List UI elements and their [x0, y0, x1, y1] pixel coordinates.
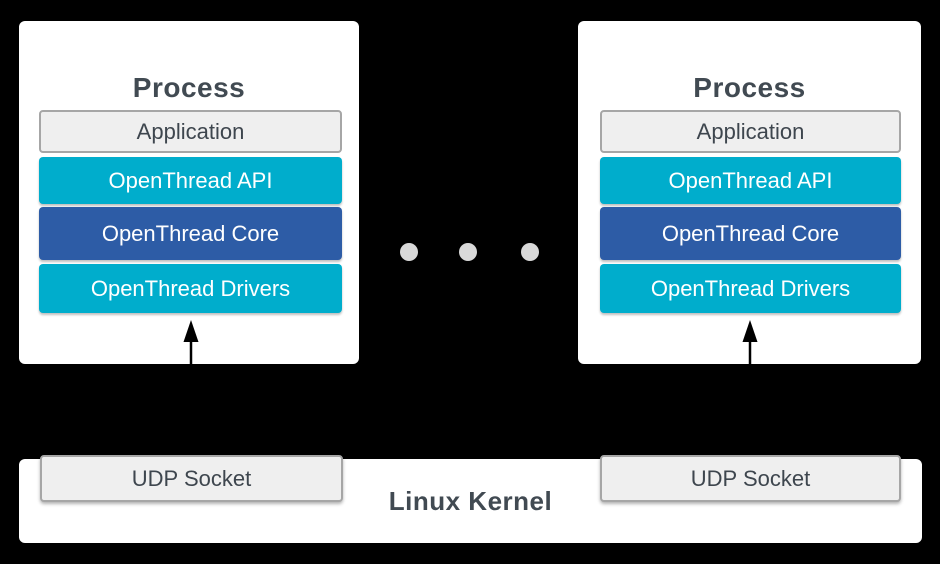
- openthread-core-layer: OpenThread Core: [600, 207, 901, 260]
- ellipsis-dot-icon: [400, 243, 418, 261]
- linux-kernel-label: Linux Kernel: [388, 486, 553, 516]
- openthread-drivers-layer: OpenThread Drivers: [39, 264, 342, 313]
- up-arrow-icon: [742, 320, 758, 396]
- ellipsis-dot-icon: [521, 243, 539, 261]
- process-title: Process: [693, 72, 806, 103]
- process-card-right: Process Application OpenThread API OpenT…: [578, 21, 921, 364]
- udp-socket-right: UDP Socket: [600, 455, 901, 502]
- openthread-api-layer: OpenThread API: [600, 157, 901, 204]
- ellipsis-dot-icon: [459, 243, 477, 261]
- openthread-api-layer: OpenThread API: [39, 157, 342, 204]
- up-arrow-icon: [183, 320, 199, 396]
- application-layer: Application: [39, 110, 342, 153]
- openthread-core-layer: OpenThread Core: [39, 207, 342, 260]
- application-layer: Application: [600, 110, 901, 153]
- udp-socket-left: UDP Socket: [40, 455, 343, 502]
- process-title: Process: [132, 72, 246, 103]
- process-card-left: Process Application OpenThread API OpenT…: [19, 21, 359, 364]
- openthread-drivers-layer: OpenThread Drivers: [600, 264, 901, 313]
